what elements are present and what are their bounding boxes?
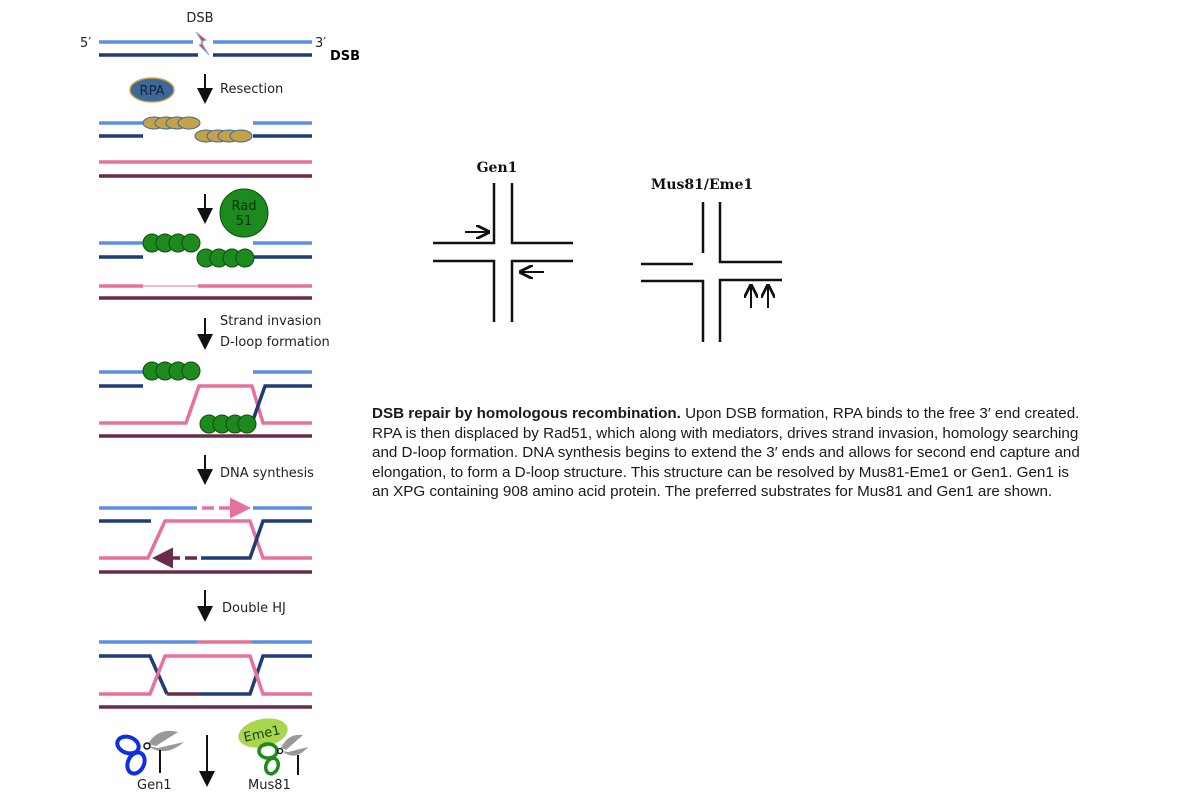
lightning-bolt-icon: [195, 31, 210, 56]
gen1-label: Gen1: [137, 778, 172, 793]
dsb-label: DSB: [186, 11, 213, 26]
five-prime-label: 5′: [80, 36, 91, 51]
rpa-label: RPA: [140, 84, 165, 99]
mus81-substrate-title: Mus81/Eme1: [651, 177, 753, 193]
figure-caption: DSB repair by homologous recombination. …: [372, 404, 1082, 502]
rad51-label-line2: 51: [236, 214, 253, 229]
gen1-substrate-title: Gen1: [477, 160, 518, 176]
caption-title: DSB repair by homologous recombination.: [372, 405, 681, 422]
three-prime-label: 3′: [315, 36, 326, 51]
panel-rad51-loading: [99, 233, 312, 300]
panel-d-loop: [99, 361, 312, 438]
mus81-label: Mus81: [248, 778, 291, 793]
step-double-hj-label: Double HJ: [222, 601, 286, 616]
rad51-label-line1: Rad: [232, 199, 257, 214]
panel-dsb: [99, 31, 312, 57]
step-dna-synthesis-label: DNA synthesis: [220, 466, 314, 481]
mus81-eme1-resolvase-icon: [238, 718, 308, 776]
panel-double-hj: [99, 640, 312, 709]
step-d-loop-label: D-loop formation: [220, 335, 330, 350]
step-strand-invasion-label: Strand invasion: [220, 314, 321, 329]
caption-body: Upon DSB formation, RPA binds to the fre…: [372, 405, 1080, 501]
rpa-protein: [129, 77, 175, 103]
gen1-substrate-diagram: [433, 183, 573, 322]
panel-synthesis: [99, 497, 312, 574]
dsb-stage-label: DSB: [330, 49, 360, 64]
gen1-resolvase-icon: [115, 730, 184, 776]
rad51-protein: [219, 188, 269, 238]
mus81-substrate-diagram: [641, 202, 782, 342]
panel-resection: [99, 116, 312, 178]
step-resection-label: Resection: [220, 82, 283, 97]
